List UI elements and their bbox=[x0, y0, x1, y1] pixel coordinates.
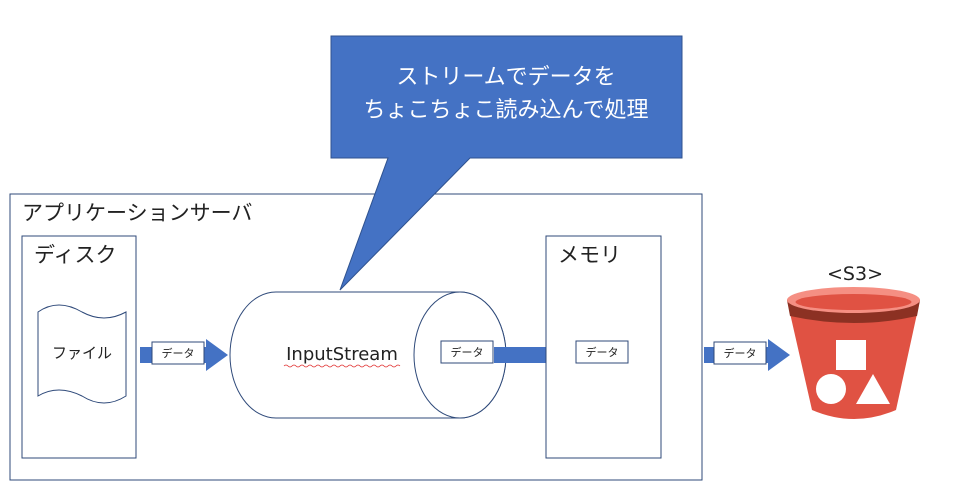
file-shape bbox=[37, 304, 127, 404]
data-tag-disk bbox=[151, 341, 205, 365]
callout-bubble bbox=[330, 35, 683, 291]
file-label: ファイル bbox=[52, 344, 112, 362]
app-server-label: アプリケーションサーバ bbox=[22, 201, 252, 225]
data-tag-s3-label: データ bbox=[724, 346, 757, 360]
data-tag-memory bbox=[575, 340, 629, 364]
data-tag-s3 bbox=[713, 341, 767, 365]
s3-circle-icon bbox=[816, 374, 846, 404]
callout-line-2: ちょこちょこ読み込んで処理 bbox=[364, 98, 649, 123]
stream-label: InputStream bbox=[286, 344, 398, 365]
data-tag-disk-label: データ bbox=[162, 346, 195, 360]
disk-label: ディスク bbox=[34, 243, 117, 267]
s3-bucket-rim-inner bbox=[795, 294, 912, 310]
memory-label: メモリ bbox=[558, 243, 621, 267]
s3-triangle-icon bbox=[856, 374, 890, 404]
data-tag-stream bbox=[440, 340, 494, 364]
s3-label: <S3> bbox=[827, 263, 883, 285]
data-tag-memory-label: データ bbox=[586, 345, 619, 359]
s3-square-icon bbox=[836, 340, 866, 370]
callout-line-1: ストリームでデータを bbox=[396, 65, 615, 90]
data-tag-stream-label: データ bbox=[451, 345, 484, 359]
stream-label-underline bbox=[283, 364, 401, 368]
s3-bucket-icon bbox=[787, 287, 920, 419]
